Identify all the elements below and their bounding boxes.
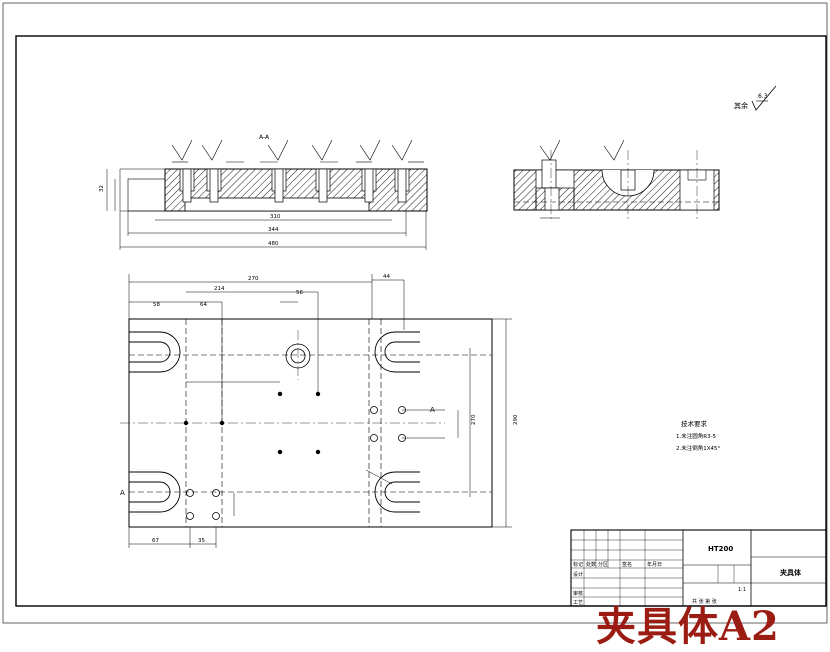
svg-text:290: 290 [513,414,519,425]
plan-view: 270 214 56 58 64 44 67 35 290 270 A A [120,274,519,548]
front-section-view: A-A [99,134,428,250]
svg-text:签名: 签名 [622,561,632,568]
svg-text:2.未注倒角1X45°: 2.未注倒角1X45° [676,444,721,452]
svg-text:6.3: 6.3 [758,93,768,100]
svg-text:1:1: 1:1 [738,587,746,593]
outer-frame [2,2,828,624]
watermark: 夹具体A2 [596,603,780,650]
svg-text:67: 67 [152,538,159,544]
svg-text:58: 58 [153,302,160,308]
svg-text:1.未注圆角R3-5: 1.未注圆角R3-5 [676,432,717,440]
svg-text:标记: 标记 [573,561,583,568]
tech-requirements: 技术要求 1.未注圆角R3-5 2.未注倒角1X45° [676,419,721,452]
side-section-view [513,139,720,222]
svg-text:设计: 设计 [573,571,583,578]
section-label: A-A [259,134,270,141]
svg-text:270: 270 [471,414,477,425]
drawing-number: HT200 [708,545,733,553]
svg-text:A: A [430,406,435,414]
dim-height: 32 [99,185,105,192]
svg-text:A: A [120,489,125,497]
svg-text:处数: 处数 [586,561,596,568]
svg-text:64: 64 [200,302,207,308]
inner-frame [15,35,827,607]
svg-text:审核: 审核 [573,590,583,597]
dim-overall: 480 [268,241,279,247]
svg-text:工艺: 工艺 [573,600,583,606]
svg-text:270: 270 [248,276,259,282]
svg-text:分区: 分区 [598,561,608,568]
svg-text:44: 44 [383,274,390,280]
svg-text:其余: 其余 [734,101,748,110]
svg-text:年月日: 年月日 [647,561,662,568]
dim-slot: 310 [270,214,281,220]
dim-inner: 344 [268,227,279,233]
svg-text:共 张 第 张: 共 张 第 张 [692,598,717,605]
svg-text:35: 35 [198,538,205,544]
title-block [570,529,827,607]
svg-text:56: 56 [296,290,303,296]
svg-text:214: 214 [214,286,225,292]
part-name: 夹具体 [780,568,802,577]
roughness-symbol: 其余 6.3 [734,85,777,111]
tech-title: 技术要求 [681,419,708,428]
